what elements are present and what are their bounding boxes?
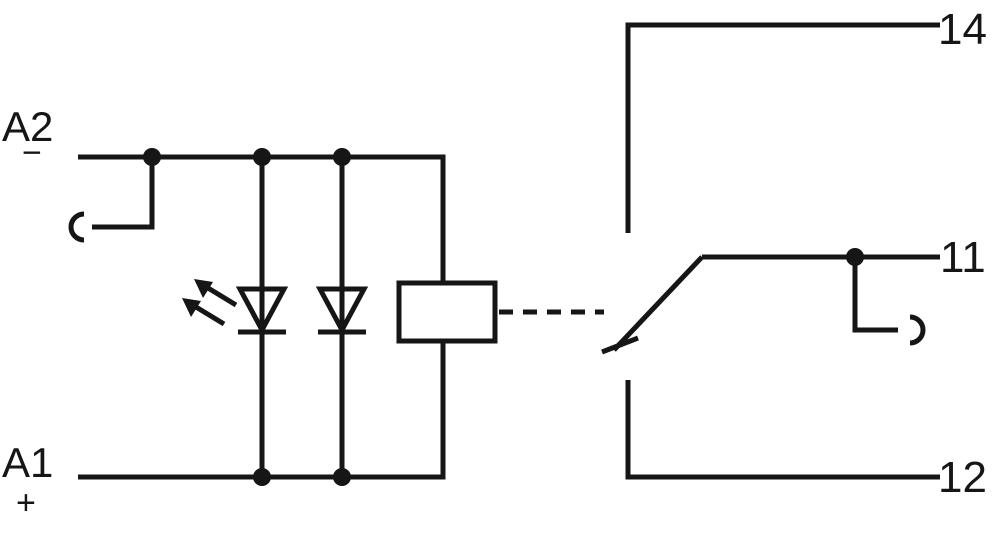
diode-icon	[315, 286, 369, 336]
led-triangle	[235, 286, 289, 336]
led-icon	[182, 279, 289, 336]
moving-contact-foot	[601, 335, 639, 355]
terminal-label-14: 14	[938, 5, 987, 54]
junction-dot	[253, 148, 271, 166]
junction-dot	[333, 148, 351, 166]
wire-a2-clamp-stub	[92, 157, 155, 230]
led-arrow-line	[194, 304, 226, 327]
terminal-label-12: 12	[938, 453, 987, 502]
wire-a1-rail	[78, 341, 446, 480]
junction-dot	[253, 468, 271, 486]
diode-triangle	[315, 286, 369, 336]
wire-a2-rail	[78, 154, 446, 283]
wire-12	[625, 380, 940, 480]
cage-clamp-a2-icon	[68, 211, 85, 243]
led-arrow-head	[194, 279, 213, 298]
cage-clamp-11-icon	[909, 314, 926, 346]
junction-dot	[333, 468, 351, 486]
led-arrow-line	[206, 285, 238, 308]
relay-coil-icon	[396, 280, 498, 344]
junction-dot	[143, 148, 161, 166]
polarity-plus: +	[16, 484, 36, 522]
moving-contact-arm	[612, 255, 704, 352]
wire-14	[625, 22, 940, 233]
wire-11-clamp-stub	[852, 257, 898, 333]
terminal-label-a1: A1	[2, 439, 54, 486]
terminal-label-11: 11	[940, 233, 986, 282]
terminal-label-a2: A2	[2, 103, 54, 150]
led-arrow-head	[182, 298, 201, 317]
polarity-minus: −	[22, 134, 42, 172]
